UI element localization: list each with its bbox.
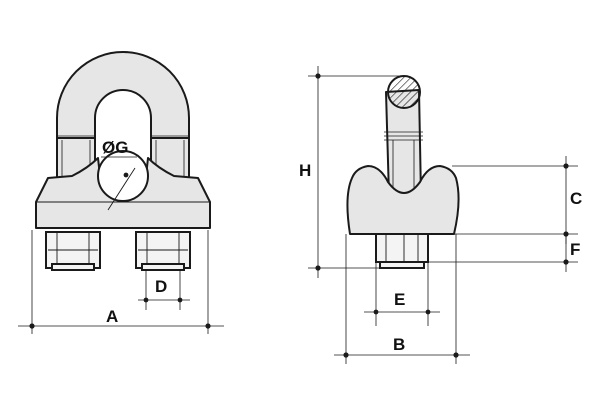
side-view: H C F E B — [299, 66, 582, 364]
label-g: ØG — [102, 138, 128, 157]
rope-section — [97, 150, 149, 202]
left-nut — [45, 231, 101, 271]
dimension-d — [138, 270, 190, 310]
bolt-section — [387, 75, 421, 109]
label-f: F — [570, 240, 580, 259]
front-view: ØG D A — [18, 51, 224, 334]
label-h: H — [299, 161, 311, 180]
u-bolt-bend — [56, 51, 190, 141]
dimension-c — [452, 156, 578, 244]
label-d: D — [155, 277, 167, 296]
dimension-e — [364, 262, 440, 326]
right-nut — [135, 231, 191, 271]
saddle-side — [346, 165, 460, 235]
label-c: C — [570, 189, 582, 208]
leader-g — [101, 156, 137, 178]
side-nut — [375, 233, 429, 269]
label-a: A — [106, 307, 118, 326]
dimension-b — [334, 234, 470, 364]
dimension-f — [428, 234, 578, 272]
label-e: E — [394, 290, 405, 309]
bolt-thread-lines — [384, 131, 423, 196]
label-b: B — [393, 335, 405, 354]
dimension-h — [308, 66, 400, 278]
dimension-a — [18, 230, 224, 334]
